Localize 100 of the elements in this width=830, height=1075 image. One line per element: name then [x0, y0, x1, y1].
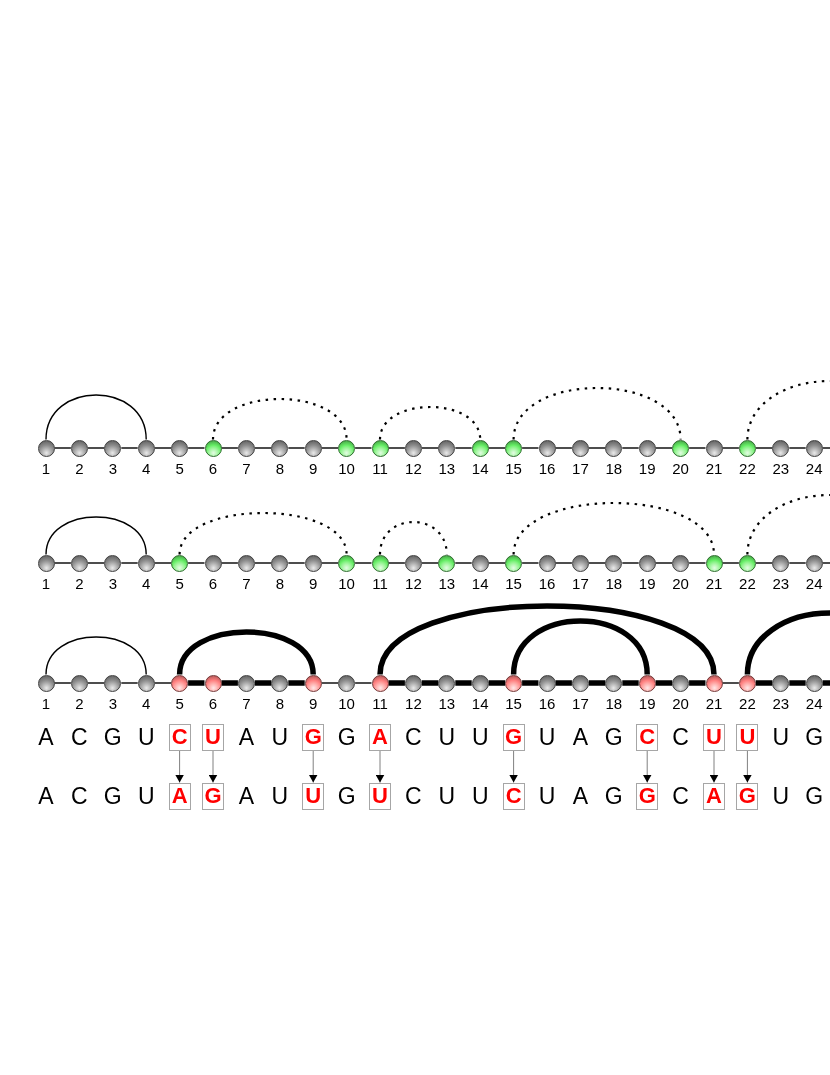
position-number: 20 — [672, 695, 689, 711]
nucleotide-bead — [137, 554, 155, 572]
nucleotide-bead — [104, 439, 122, 457]
nucleotide-bead — [672, 674, 690, 692]
nucleotide-letter: A — [572, 725, 589, 749]
backbone-line — [254, 447, 272, 449]
nucleotide-bead — [605, 554, 623, 572]
arrow — [375, 750, 385, 783]
backbone-line — [288, 680, 305, 686]
nucleotide-letter: U — [471, 725, 489, 749]
nucleotide-bead — [137, 674, 155, 692]
backbone-line — [87, 447, 105, 449]
position-number: 5 — [175, 460, 184, 476]
nucleotide-bead — [304, 554, 322, 572]
nucleotide-bead — [772, 439, 790, 457]
backbone-line — [554, 562, 573, 564]
position-number: 22 — [739, 695, 756, 711]
position-number: 15 — [505, 575, 522, 591]
backbone-line — [588, 447, 606, 449]
nucleotide-letter: U — [271, 725, 289, 749]
nucleotide-bead — [371, 554, 389, 572]
backbone-line — [287, 447, 306, 449]
nucleotide-bead — [738, 439, 756, 457]
backbone-line — [789, 680, 806, 686]
backbone-line — [588, 562, 606, 564]
nucleotide-letter: U — [772, 725, 790, 749]
nucleotide-bead — [404, 439, 422, 457]
position-number: 4 — [142, 460, 151, 476]
position-number: 20 — [672, 575, 689, 591]
arrow — [642, 750, 652, 783]
nucleotide-letter: A — [38, 784, 54, 808]
position-number: 19 — [638, 575, 656, 591]
mutation-box: U — [369, 782, 391, 810]
backbone-line — [622, 680, 639, 686]
nucleotide-letter: G — [805, 784, 824, 808]
nucleotide-bead — [705, 554, 723, 572]
backbone-line — [387, 447, 406, 449]
arrow — [208, 750, 218, 783]
backbone-line — [554, 447, 573, 449]
nucleotide-bead — [204, 554, 222, 572]
position-number: 23 — [772, 695, 790, 711]
nucleotide-letter: A — [238, 725, 255, 749]
nucleotide-bead — [505, 439, 523, 457]
nucleotide-letter: U — [137, 784, 155, 808]
position-number: 24 — [805, 695, 823, 711]
backbone-line — [655, 562, 673, 564]
position-number: 16 — [538, 575, 556, 591]
backbone-line — [755, 447, 773, 449]
nucleotide-bead — [371, 674, 389, 692]
position-number: 21 — [705, 695, 723, 711]
nucleotide-bead — [37, 674, 55, 692]
nucleotide-letter: U — [438, 784, 456, 808]
nucleotide-bead — [672, 554, 690, 572]
pairing-arc — [510, 618, 650, 675]
nucleotide-bead — [738, 554, 756, 572]
nucleotide-bead — [371, 439, 389, 457]
nucleotide-bead — [772, 554, 790, 572]
nucleotide-bead — [70, 674, 88, 692]
nucleotide-bead — [338, 439, 356, 457]
nucleotide-bead — [171, 554, 189, 572]
position-number: 17 — [572, 575, 589, 591]
nucleotide-letter: C — [405, 784, 422, 808]
backbone-line — [421, 680, 439, 686]
nucleotide-bead — [271, 554, 289, 572]
position-number: 8 — [275, 575, 284, 591]
nucleotide-letter: G — [604, 725, 623, 749]
backbone-line — [120, 682, 139, 684]
nucleotide-bead — [538, 439, 556, 457]
backbone-line — [521, 562, 540, 564]
position-number: 6 — [208, 575, 218, 591]
nucleotide-bead — [338, 674, 356, 692]
nucleotide-letter: C — [71, 784, 88, 808]
nucleotide-letter: G — [337, 725, 356, 749]
backbone-line — [454, 562, 473, 564]
nucleotide-bead — [438, 674, 456, 692]
nucleotide-letter: U — [772, 784, 790, 808]
backbone-line — [120, 562, 139, 564]
position-number: 18 — [605, 460, 623, 476]
position-number: 24 — [805, 575, 823, 591]
nucleotide-letter: G — [337, 784, 356, 808]
position-number: 19 — [638, 460, 656, 476]
position-number: 1 — [41, 460, 51, 476]
backbone-line — [521, 447, 540, 449]
backbone-line — [220, 447, 239, 449]
pairing-arc — [512, 387, 682, 440]
nucleotide-bead — [471, 439, 489, 457]
backbone-line — [822, 680, 830, 686]
position-number: 3 — [108, 695, 117, 711]
backbone-line — [354, 447, 373, 449]
nucleotide-bead — [237, 554, 255, 572]
position-number: 21 — [705, 460, 723, 476]
position-number: 1 — [41, 695, 51, 711]
nucleotide-bead — [705, 439, 723, 457]
backbone-line — [154, 447, 172, 449]
backbone-line — [488, 562, 506, 564]
position-number: 13 — [438, 575, 456, 591]
nucleotide-bead — [605, 674, 623, 692]
backbone-line — [187, 447, 206, 449]
backbone-line — [220, 562, 239, 564]
position-number: 18 — [605, 575, 623, 591]
